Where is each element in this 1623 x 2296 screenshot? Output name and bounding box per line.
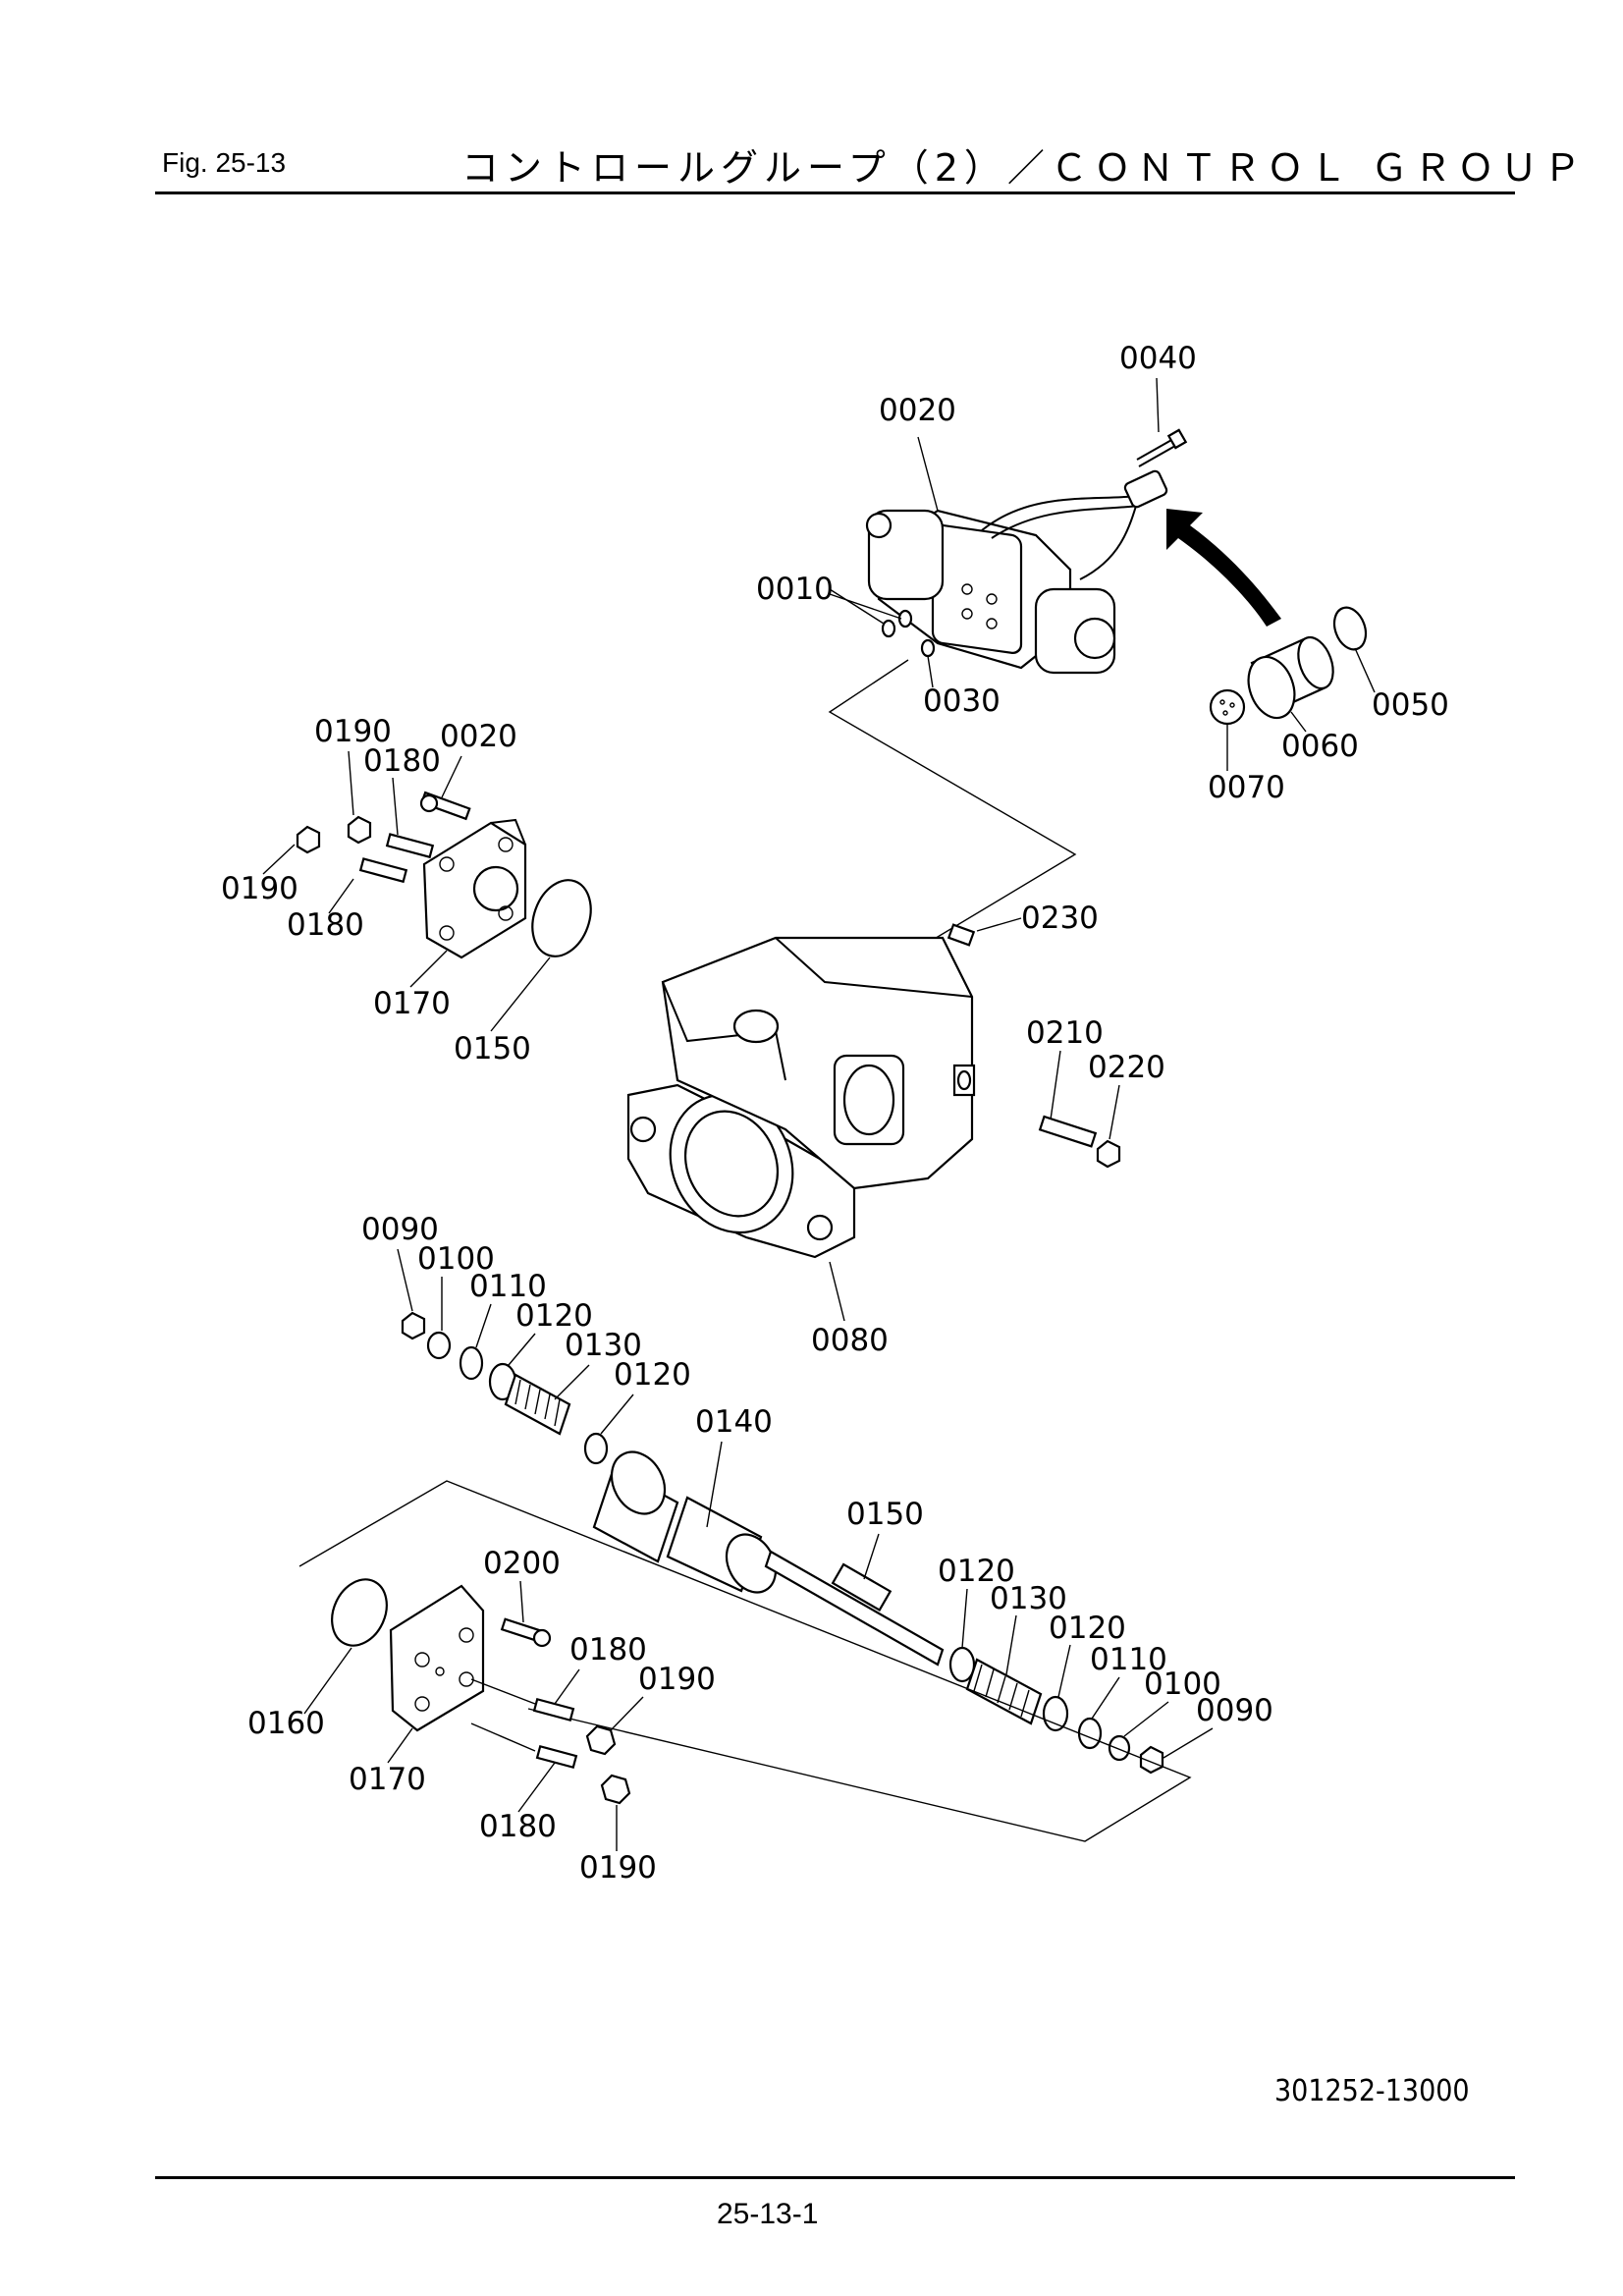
callout-0110-b: 0110 (1090, 1642, 1167, 1677)
callout-0120-d: 0120 (1049, 1611, 1126, 1646)
callout-0210: 0210 (1026, 1015, 1104, 1051)
studs-0180-lower (470, 1678, 578, 1770)
callout-0060: 0060 (1281, 729, 1359, 764)
studs-0180-upper (358, 833, 435, 884)
oring-0160 (331, 1578, 388, 1647)
callout-0120-b: 0120 (614, 1357, 691, 1393)
callout-0160: 0160 (247, 1706, 325, 1741)
callout-0020: 0020 (879, 393, 956, 428)
callout-0110-a: 0110 (469, 1269, 547, 1304)
solenoid-valve (865, 469, 1168, 675)
callout-0180-d: 0180 (479, 1809, 557, 1844)
callout-0150-b: 0150 (846, 1497, 924, 1532)
plug-0230 (947, 923, 976, 947)
bolt-0040 (1136, 428, 1188, 467)
footer-rule (155, 2176, 1515, 2179)
callout-0170-a: 0170 (373, 986, 451, 1021)
sleeve-0140 (592, 1450, 778, 1594)
callout-0180-a: 0180 (363, 743, 441, 779)
callout-0140: 0140 (695, 1404, 773, 1440)
nut-0220 (1096, 1139, 1121, 1169)
bolt-0020-upper (419, 791, 471, 821)
callout-0090-b: 0090 (1196, 1693, 1273, 1728)
callout-0130-a: 0130 (565, 1328, 642, 1363)
callout-0050: 0050 (1372, 687, 1449, 723)
connector-0060 (1209, 606, 1368, 726)
callout-0190-a: 0190 (314, 714, 392, 749)
valve-body-0080 (626, 936, 976, 1259)
callout-0120-c: 0120 (938, 1554, 1015, 1589)
callout-0190-b: 0190 (221, 871, 298, 906)
callout-0020-b: 0020 (440, 719, 517, 754)
spool-0150 (764, 1550, 945, 1667)
arrow-indicator (1166, 509, 1281, 627)
page-title: コントロールグループ（2）／ＣＯＮＴＲＯＬ ＧＲＯＵＰ (461, 146, 1587, 190)
callout-0090-a: 0090 (361, 1212, 439, 1247)
callout-0180-b: 0180 (287, 907, 364, 943)
nuts-0190-upper (296, 815, 372, 854)
callout-0010: 0010 (756, 572, 834, 607)
callout-0120-a: 0120 (515, 1298, 593, 1334)
callout-0100-b: 0100 (1144, 1667, 1221, 1702)
nuts-0190-lower (585, 1724, 631, 1805)
callout-0180-c: 0180 (569, 1632, 647, 1667)
callout-0030: 0030 (923, 683, 1001, 719)
callout-0200: 0200 (483, 1546, 561, 1581)
header-rule (155, 191, 1515, 194)
callout-0040: 0040 (1119, 341, 1197, 376)
bolt-0200 (500, 1617, 552, 1648)
callout-0220: 0220 (1088, 1050, 1165, 1085)
cover-plate-0170-lower (389, 1584, 485, 1732)
callout-0070: 0070 (1208, 770, 1285, 805)
callout-0190-c: 0190 (638, 1662, 716, 1697)
callout-0080: 0080 (811, 1323, 889, 1358)
callout-0170-b: 0170 (349, 1762, 426, 1797)
callout-0190-d: 0190 (579, 1850, 657, 1886)
oring-0150-upper (531, 879, 592, 957)
drawing-number: 301252-13000 (1274, 2074, 1470, 2108)
callout-0150-a: 0150 (454, 1031, 531, 1066)
spool-parts-right (948, 1646, 1164, 1775)
cover-plate-0170-upper (422, 818, 527, 959)
callout-0130-b: 0130 (990, 1581, 1067, 1616)
figure-number: Fig. 25-13 (162, 147, 287, 178)
callout-0100-a: 0100 (417, 1241, 495, 1277)
callout-0230: 0230 (1021, 901, 1099, 936)
page-number: 25-13-1 (717, 2198, 819, 2230)
spool-parts-left (401, 1311, 609, 1465)
stud-0210 (1038, 1115, 1098, 1148)
